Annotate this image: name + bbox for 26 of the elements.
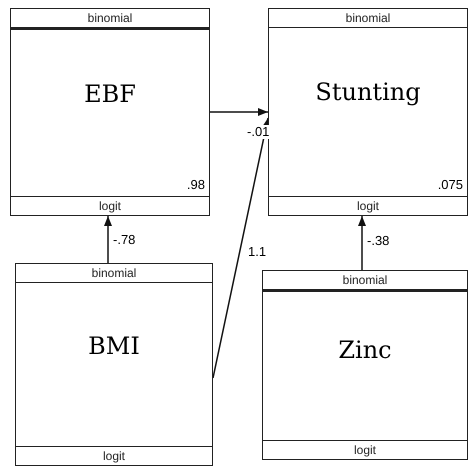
variance-value: .98 bbox=[186, 177, 205, 192]
edge-label: -.38 bbox=[366, 234, 390, 248]
link-label: logit bbox=[263, 440, 467, 459]
variable-name: BMI bbox=[87, 332, 141, 360]
distribution-label: binomial bbox=[16, 264, 212, 283]
variable-box bbox=[15, 263, 213, 466]
variable-name: Zinc bbox=[337, 336, 393, 364]
distribution-label: binomial bbox=[11, 9, 209, 30]
edge-label: -.01 bbox=[246, 125, 270, 139]
variable-box bbox=[262, 270, 468, 460]
edge-label: 1.1 bbox=[247, 245, 268, 259]
arrow bbox=[104, 216, 112, 263]
variable-box bbox=[10, 8, 210, 216]
arrow bbox=[358, 216, 366, 270]
distribution-label: binomial bbox=[263, 271, 467, 292]
link-label: logit bbox=[16, 446, 212, 465]
distribution-label: binomial bbox=[269, 9, 467, 28]
arrow bbox=[210, 108, 268, 116]
link-label: logit bbox=[11, 196, 209, 215]
arrow bbox=[212, 118, 270, 378]
edge-label: -.78 bbox=[112, 233, 136, 247]
variable-box bbox=[268, 8, 468, 216]
link-label: logit bbox=[269, 196, 467, 215]
variable-name: Stunting bbox=[314, 78, 422, 106]
variable-name: EBF bbox=[83, 80, 137, 108]
variance-value: .075 bbox=[438, 177, 463, 192]
